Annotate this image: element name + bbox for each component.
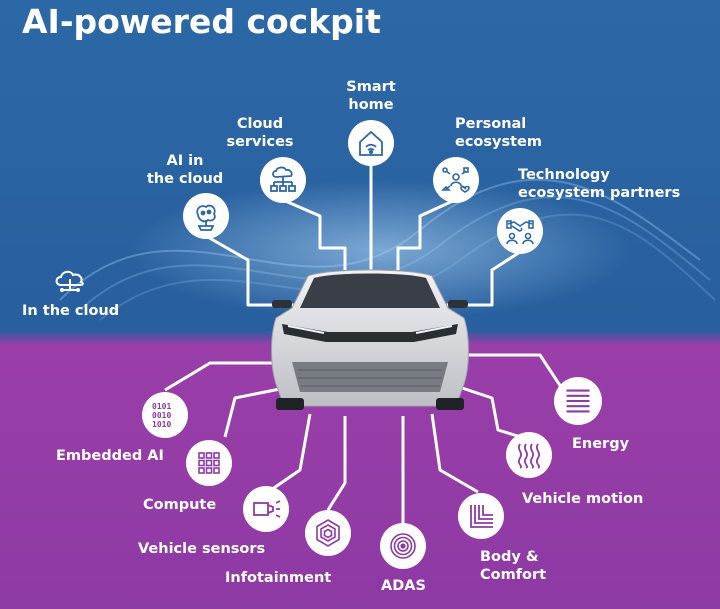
body-comfort-label: Body & Comfort (480, 549, 547, 583)
car-illustration (271, 269, 469, 410)
connector-energy (462, 353, 565, 391)
concentric-circles-icon (390, 533, 416, 559)
personal-ecosystem-icon (441, 167, 470, 193)
in-the-cloud-label: In the cloud (22, 303, 120, 319)
nested-corners-icon (470, 505, 493, 528)
smart-home-label: Smart home (346, 79, 396, 113)
personal-ecosystem-label: Personal ecosystem (455, 116, 542, 150)
wave-lines-icon (517, 443, 541, 469)
body-comfort-node (458, 493, 504, 539)
adas-node (380, 523, 426, 569)
connector-vehicle-motion (461, 386, 522, 439)
grid-chip-icon (198, 452, 220, 474)
personal-ecosystem-node (433, 157, 479, 203)
handshake-partners-icon (506, 220, 534, 245)
ai-in-the-cloud-node (183, 193, 229, 239)
infotainment-label: Infotainment (225, 570, 332, 586)
svg-text:1010: 1010 (152, 420, 171, 429)
technology-ecosystem-partners-label: Technology ecosystem partners (518, 167, 681, 201)
vehicle-sensors-node (243, 486, 289, 532)
compute-label: Compute (143, 497, 217, 513)
cloud-services-label: Cloud services (226, 116, 294, 150)
home-wifi-icon (359, 130, 383, 156)
vehicle-motion-label: Vehicle motion (522, 491, 644, 507)
cloud-network-icon (55, 270, 84, 292)
embedded-ai-label: Embedded AI (56, 448, 164, 464)
sensor-camera-icon (253, 500, 281, 518)
connector-compute (223, 386, 286, 438)
vehicle-sensors-label: Vehicle sensors (138, 541, 266, 557)
hexagon-layers-icon (316, 519, 340, 547)
compute-node (186, 440, 232, 486)
energy-node (554, 377, 602, 425)
connector-personal-ecosystem (396, 198, 456, 270)
page-title: AI-powered cockpit (22, 2, 381, 41)
svg-text:0101: 0101 (152, 402, 171, 411)
cloud-services-node (260, 157, 306, 203)
cloud-hierarchy-icon (270, 166, 296, 192)
connector-vehicle-sensors (267, 413, 312, 494)
ai-in-the-cloud-label: AI in the cloud (146, 153, 224, 187)
connector-body-comfort (430, 413, 479, 494)
connector-cloud-services (282, 198, 347, 270)
ai-brain-icon (196, 204, 216, 231)
connector-technology-partners (445, 250, 521, 307)
svg-text:0010: 0010 (152, 411, 171, 420)
horizontal-bars-icon (566, 389, 590, 413)
adas-label: ADAS (381, 578, 426, 594)
vehicle-motion-node (506, 432, 552, 478)
connector-embedded-ai (164, 361, 284, 392)
energy-label: Energy (572, 436, 630, 452)
technology-ecosystem-partners-node (497, 208, 543, 254)
smart-home-node (348, 120, 394, 166)
infotainment-node (305, 510, 351, 556)
connector-infotainment (326, 416, 347, 511)
